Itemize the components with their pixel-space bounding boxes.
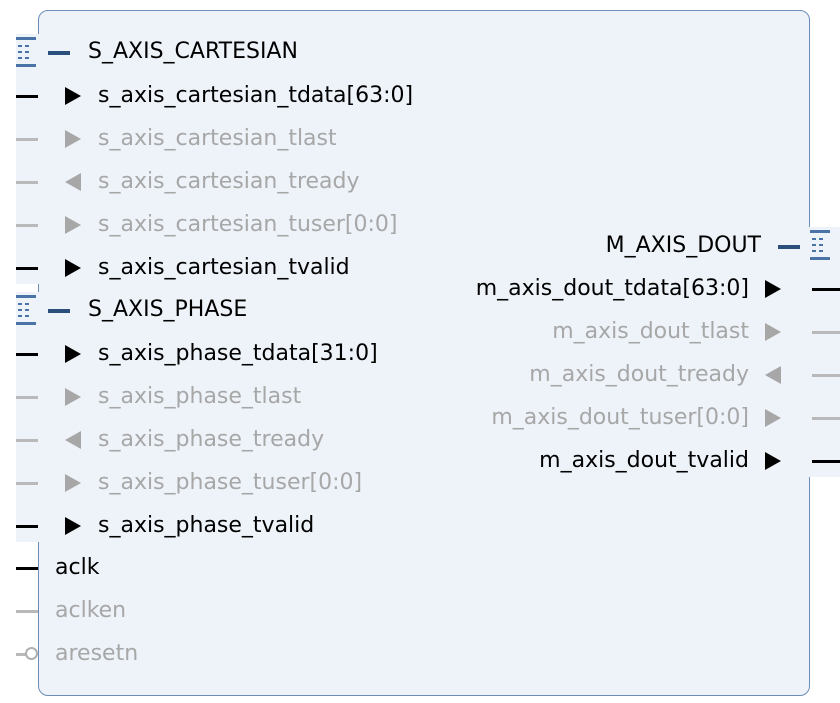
output-arrow-icon — [65, 431, 81, 449]
port-wire — [16, 396, 38, 399]
port-wire — [16, 95, 38, 98]
port-label: m_axis_dout_tready — [529, 362, 749, 387]
ip-block — [38, 10, 810, 696]
port-wire — [16, 224, 38, 227]
port-row[interactable]: m_axis_dout_tvalid — [420, 446, 840, 476]
port-label: m_axis_dout_tvalid — [539, 448, 749, 473]
output-arrow-icon — [765, 323, 781, 341]
port-label: s_axis_cartesian_tuser[0:0] — [98, 212, 398, 237]
port-row[interactable]: s_axis_cartesian_tlast — [0, 124, 420, 154]
input-arrow-icon — [65, 517, 81, 535]
output-arrow-icon — [765, 452, 781, 470]
port-label: m_axis_dout_tdata[63:0] — [475, 276, 749, 301]
port-label: aclken — [55, 598, 127, 623]
port-wire — [16, 267, 38, 270]
port-row[interactable]: s_axis_phase_tuser[0:0] — [0, 468, 420, 498]
interface-label-s-axis-phase: S_AXIS_PHASE — [88, 297, 248, 322]
port-label: s_axis_phase_tuser[0:0] — [98, 470, 363, 495]
port-wire — [16, 439, 38, 442]
port-wire — [812, 417, 840, 420]
port-wire — [16, 181, 38, 184]
port-wire — [812, 288, 840, 291]
port-row[interactable]: s_axis_phase_tdata[31:0] — [0, 339, 420, 369]
port-wire — [16, 353, 38, 356]
port-label: s_axis_phase_tready — [98, 427, 325, 452]
port-wire — [16, 525, 38, 528]
port-row[interactable]: m_axis_dout_tlast — [420, 317, 840, 347]
input-arrow-icon — [65, 259, 81, 277]
output-arrow-icon — [765, 280, 781, 298]
port-label: s_axis_cartesian_tready — [98, 169, 360, 194]
port-label: m_axis_dout_tuser[0:0] — [491, 405, 749, 430]
port-label: s_axis_phase_tvalid — [98, 513, 315, 538]
port-wire — [812, 460, 840, 463]
input-arrow-icon — [65, 216, 81, 234]
port-row[interactable]: s_axis_phase_tready — [0, 425, 420, 455]
port-row[interactable]: s_axis_cartesian_tdata[63:0] — [0, 81, 420, 111]
active-low-circle-icon — [25, 647, 38, 660]
port-row[interactable]: aresetn — [0, 639, 300, 669]
port-row[interactable]: m_axis_dout_tdata[63:0] — [420, 274, 840, 304]
port-label: m_axis_dout_tlast — [552, 319, 749, 344]
port-wire — [16, 610, 38, 613]
port-row[interactable]: s_axis_cartesian_tready — [0, 167, 420, 197]
port-row[interactable]: s_axis_phase_tvalid — [0, 511, 420, 541]
input-arrow-icon — [65, 87, 81, 105]
port-label: aresetn — [55, 641, 139, 666]
port-label: s_axis_cartesian_tlast — [98, 126, 337, 151]
bus-interface-icon — [810, 230, 830, 260]
interface-label-m-axis-dout: M_AXIS_DOUT — [605, 233, 761, 258]
port-row[interactable]: aclk — [0, 553, 300, 583]
bus-interface-icon — [16, 37, 36, 67]
s-axis-phase-bus-band — [16, 292, 40, 542]
port-label: s_axis_cartesian_tvalid — [98, 255, 350, 280]
input-arrow-icon — [65, 388, 81, 406]
m-axis-dout-bus-band — [808, 227, 840, 477]
port-wire — [16, 482, 38, 485]
collapse-minus-icon[interactable] — [48, 51, 70, 55]
port-label: s_axis_phase_tdata[31:0] — [98, 341, 378, 366]
port-wire — [16, 653, 26, 656]
port-label: aclk — [55, 555, 100, 580]
port-wire — [812, 374, 840, 377]
port-row[interactable]: m_axis_dout_tuser[0:0] — [420, 403, 840, 433]
port-row[interactable]: aclken — [0, 596, 300, 626]
port-row[interactable]: m_axis_dout_tready — [420, 360, 840, 390]
input-arrow-icon — [65, 345, 81, 363]
port-wire — [812, 331, 840, 334]
input-arrow-icon — [765, 366, 781, 384]
input-arrow-icon — [65, 130, 81, 148]
port-row[interactable]: s_axis_phase_tlast — [0, 382, 420, 412]
port-row[interactable]: s_axis_cartesian_tvalid — [0, 253, 420, 283]
port-label: s_axis_cartesian_tdata[63:0] — [98, 83, 414, 108]
port-wire — [16, 138, 38, 141]
port-label: s_axis_phase_tlast — [98, 384, 302, 409]
port-row[interactable]: s_axis_cartesian_tuser[0:0] — [0, 210, 420, 240]
collapse-minus-icon[interactable] — [48, 309, 70, 313]
bus-interface-icon — [16, 295, 36, 325]
output-arrow-icon — [765, 409, 781, 427]
input-arrow-icon — [65, 474, 81, 492]
interface-label-s-axis-cartesian: S_AXIS_CARTESIAN — [88, 39, 298, 64]
s-axis-cartesian-bus-band — [16, 34, 40, 284]
port-wire — [16, 567, 38, 570]
output-arrow-icon — [65, 173, 81, 191]
collapse-minus-icon[interactable] — [778, 245, 800, 249]
